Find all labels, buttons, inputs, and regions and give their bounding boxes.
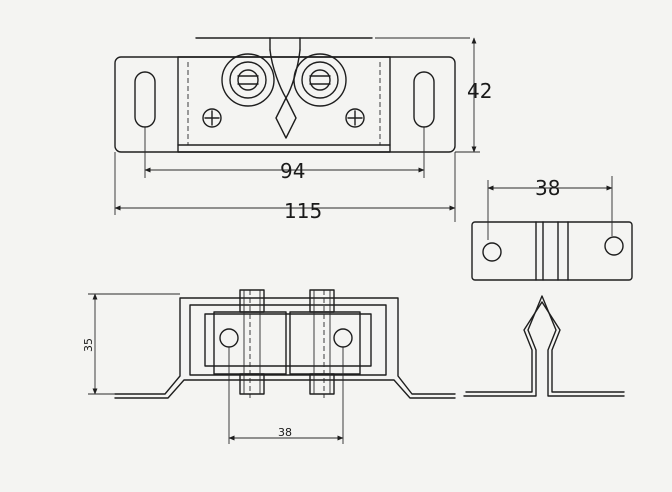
top-left-slot bbox=[134, 71, 156, 128]
top-base-plate bbox=[114, 56, 456, 153]
plate-hole-spacing-label: 38 bbox=[535, 176, 560, 200]
top-height-label: 42 bbox=[467, 79, 492, 103]
front-right-roller bbox=[289, 311, 361, 375]
front-left-shaft-top bbox=[239, 289, 265, 313]
front-latch-body bbox=[189, 304, 387, 376]
top-right-roller bbox=[293, 53, 347, 107]
top-left-roller bbox=[221, 53, 275, 107]
front-hole-spacing-label: 38 bbox=[278, 426, 292, 439]
front-right-shaft-top bbox=[309, 289, 335, 313]
top-overall-width-label: 115 bbox=[284, 199, 322, 223]
top-right-screw bbox=[345, 108, 365, 128]
front-left-hole bbox=[219, 328, 239, 348]
top-left-screw bbox=[202, 108, 222, 128]
front-height-label: 35 bbox=[82, 338, 95, 352]
strike-plate bbox=[471, 221, 633, 281]
strike-hook-profile bbox=[463, 295, 625, 397]
front-right-hole bbox=[333, 328, 353, 348]
strike-plate-right-hole bbox=[604, 236, 624, 256]
top-right-slot bbox=[413, 71, 435, 128]
top-hole-spacing-label: 94 bbox=[280, 159, 305, 183]
top-latch-body bbox=[177, 56, 391, 153]
strike-plate-left-hole bbox=[482, 242, 502, 262]
top-view: 42 94 115 bbox=[114, 37, 492, 223]
top-spring-diamond bbox=[275, 97, 297, 139]
strike-plate-view: 38 bbox=[463, 176, 633, 397]
front-base-flange bbox=[114, 297, 456, 395]
front-view: 35 38 bbox=[82, 289, 456, 444]
